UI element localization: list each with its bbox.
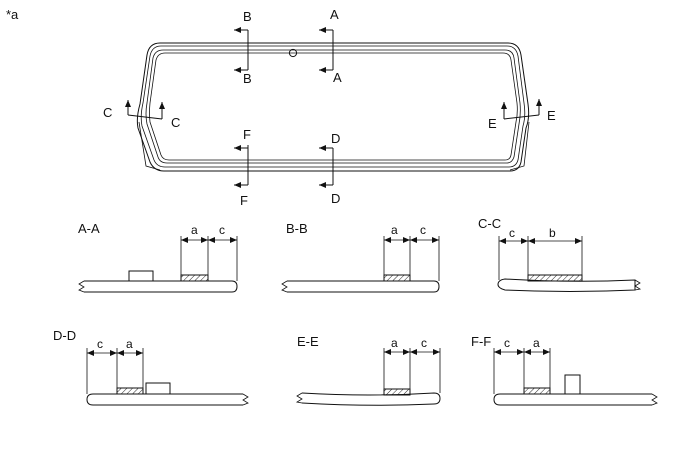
sensor-circle [288,48,298,58]
dim-label: c [421,336,427,350]
dim-label: a [533,336,540,350]
dim-label: a [391,336,398,350]
marker-d-top: D [331,131,340,146]
dim-label: b [549,226,556,240]
section-view-d-d: D-D c a [53,328,249,406]
marker-f-bottom: F [240,193,248,208]
marker-b-top: B [243,9,252,24]
marker-a-bottom: A [333,70,342,85]
cut-marker-c: C C [103,100,180,130]
marker-f-top: F [243,127,251,142]
dim-label: c [504,336,510,350]
section-title: B-B [286,221,308,236]
dim-label: c [420,223,426,237]
dim-label: a [191,223,198,237]
section-title: C-C [478,216,501,231]
marker-e-right: E [547,108,556,123]
section-view-e-e: E-E a c [295,334,441,406]
cut-marker-a: A A [319,7,342,85]
section-view-f-f: F-F c a [471,334,658,406]
marker-c-right: C [171,115,180,130]
section-title: E-E [297,334,319,349]
marker-b-bottom: B [243,71,252,86]
marker-e-left: E [488,116,497,131]
section-view-c-c: C-C c b [478,216,642,292]
marker-a-top: A [330,7,339,22]
dim-label: c [97,337,103,351]
windshield-outline [136,42,530,172]
figure-label: *a [6,7,19,22]
section-title: A-A [78,221,100,236]
section-view-a-a: A-A a c [78,221,238,293]
section-view-b-b: B-B a c [281,221,440,293]
dim-label: c [509,226,515,240]
cut-marker-f: F F [234,127,251,208]
dim-label: c [219,223,225,237]
dim-label: a [126,337,133,351]
cut-marker-b: B B [234,9,252,86]
cut-marker-e: E E [488,99,556,131]
section-title: D-D [53,328,76,343]
dim-label: a [391,223,398,237]
marker-c-left: C [103,105,112,120]
marker-d-bottom: D [331,191,340,206]
section-title: F-F [471,334,491,349]
cut-marker-d: D D [319,131,340,206]
